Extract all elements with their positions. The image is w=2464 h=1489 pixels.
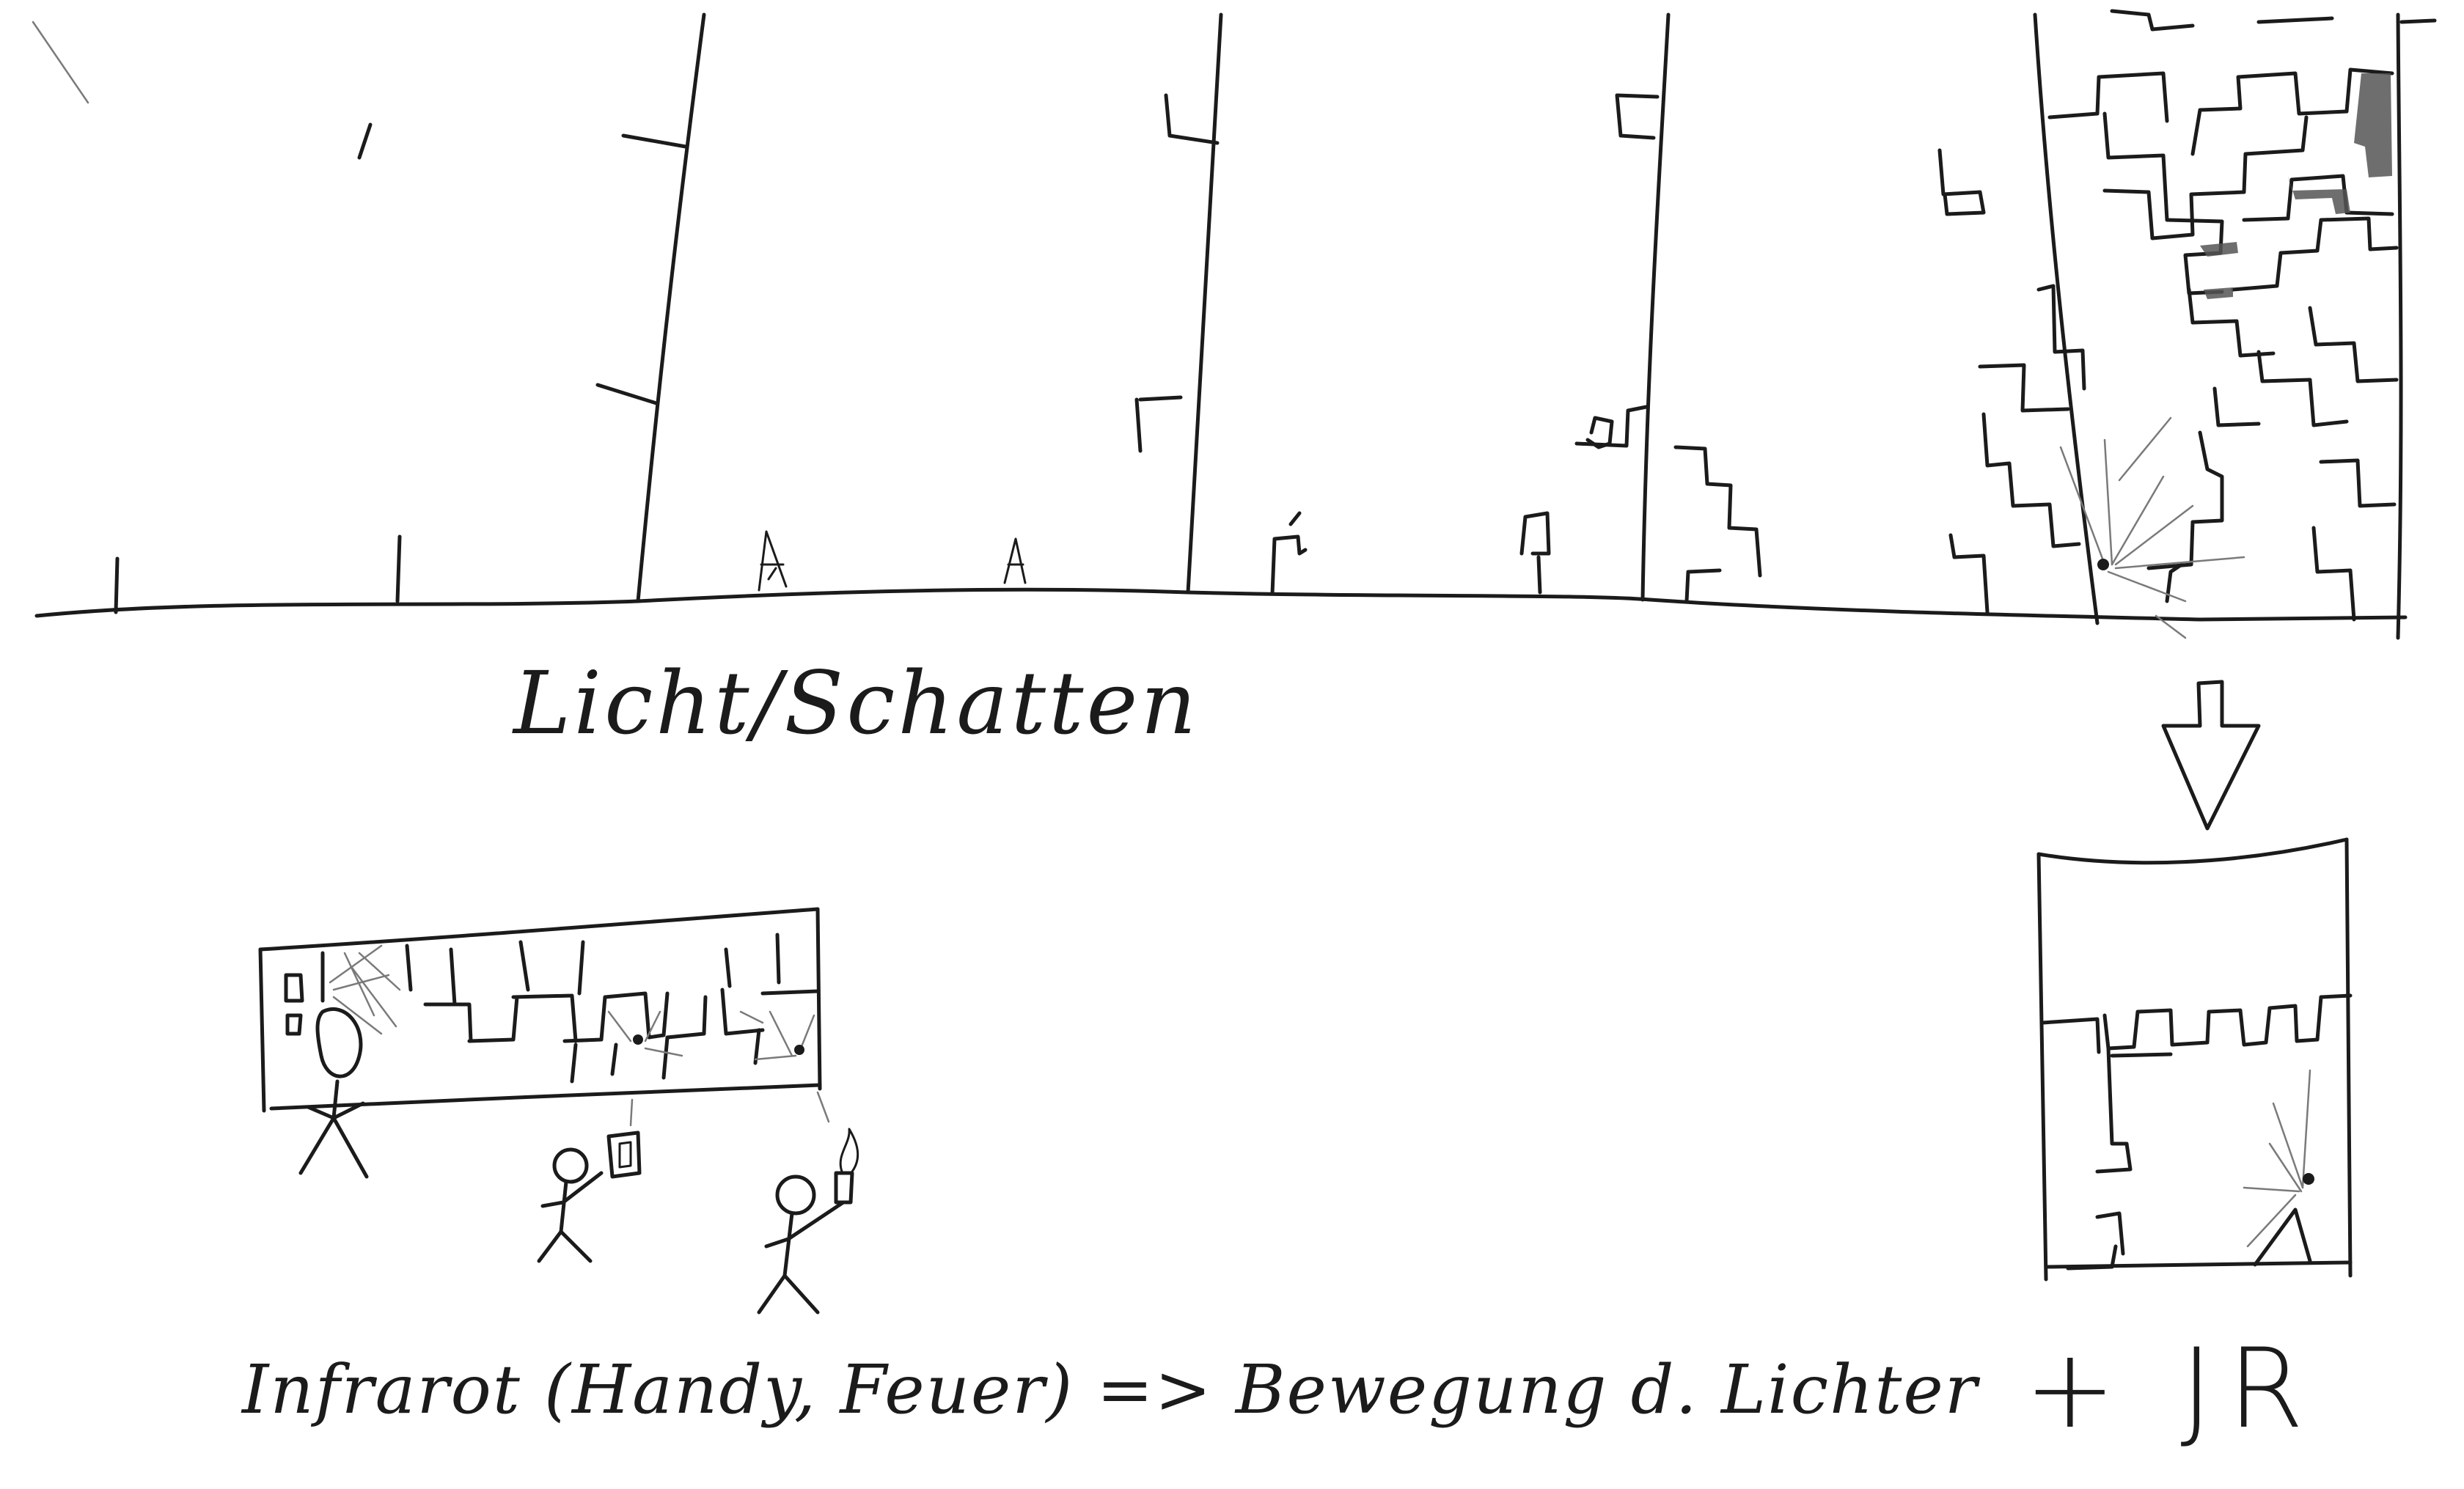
stage-4-wall: [1577, 15, 1760, 601]
stage-1-markers: [33, 22, 400, 612]
stage-5-tiled-wall: [1940, 11, 2435, 638]
stage-2-wall: [598, 15, 704, 601]
result-panel: [2039, 839, 2350, 1279]
caption-light-shadow: Licht/Schatten: [513, 660, 1199, 746]
caption-plus-jr: + JR: [2024, 1334, 2319, 1444]
stage-3-wall: [1137, 15, 1549, 594]
down-arrow: [2163, 682, 2259, 828]
stage-2-figures: [759, 532, 1025, 590]
infrared-scene: [260, 909, 858, 1312]
caption-infrared-movement: Infrarot (Handy, Feuer) => Bewegung d. L…: [242, 1356, 1979, 1424]
ground-line: [37, 589, 2405, 620]
